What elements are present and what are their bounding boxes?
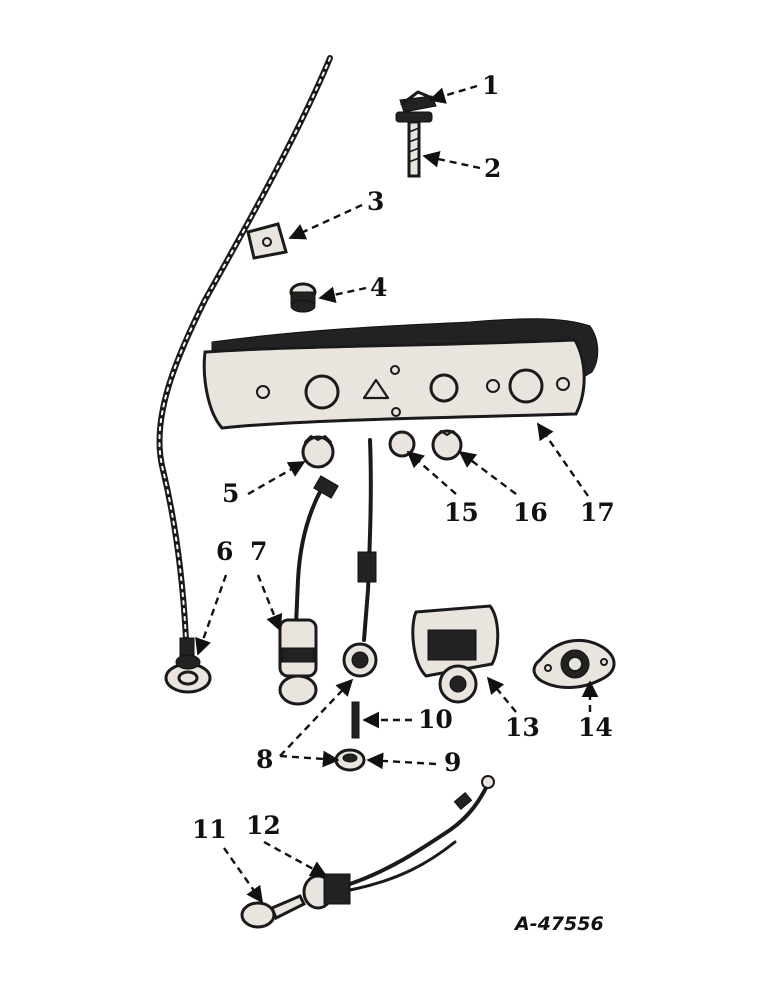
part-plate [246, 222, 288, 260]
callout-3: 3 [367, 187, 384, 216]
part-lens-15 [388, 430, 416, 458]
callout-labels: 1 2 3 4 5 6 7 8 9 10 11 12 13 14 15 16 1… [192, 71, 615, 844]
part-nut [334, 748, 366, 772]
callout-12: 12 [246, 811, 281, 840]
callout-1: 1 [482, 71, 499, 100]
leader-lines [195, 84, 599, 904]
callout-15: 15 [444, 498, 479, 527]
part-clip [399, 90, 437, 113]
callout-16: 16 [513, 498, 548, 527]
callout-17: 17 [580, 498, 615, 527]
part-key [240, 894, 307, 929]
part-grommet [289, 282, 317, 313]
part-lead [342, 438, 378, 678]
callout-2: 2 [484, 154, 501, 183]
drawing-code: A-47556 [513, 913, 604, 935]
part-cable [156, 55, 333, 694]
callout-8: 8 [256, 745, 273, 774]
callout-5: 5 [222, 479, 239, 508]
part-switch [302, 775, 495, 910]
part-gauge [411, 604, 500, 704]
callout-10: 10 [418, 705, 453, 734]
callout-4: 4 [370, 273, 387, 302]
part-instrument-panel [202, 318, 599, 430]
part-screw [395, 111, 433, 178]
part-lens-5 [301, 435, 335, 469]
part-flange [532, 638, 616, 689]
callout-9: 9 [444, 748, 461, 777]
part-screw-10 [351, 701, 360, 739]
callout-6: 6 [216, 537, 233, 566]
part-socket [278, 475, 339, 706]
callout-13: 13 [505, 713, 540, 742]
part-lens-16 [431, 429, 463, 461]
callout-7: 7 [250, 537, 267, 566]
callout-14: 14 [578, 713, 613, 742]
callout-11: 11 [192, 815, 227, 844]
